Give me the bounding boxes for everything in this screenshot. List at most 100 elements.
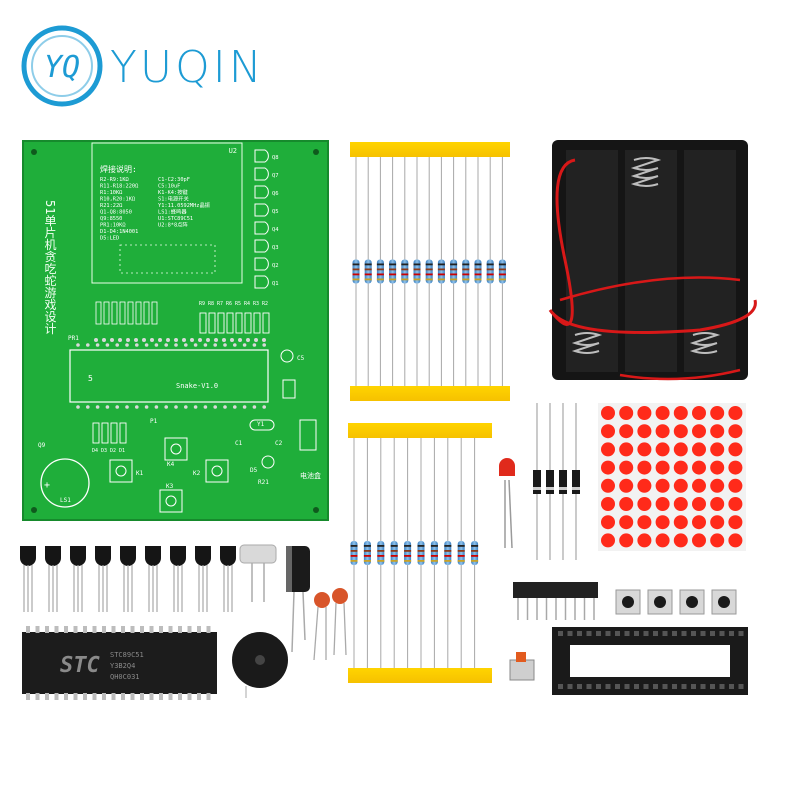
pcb-r-label: R9 [199, 301, 205, 307]
pcb-note-right: U1:STC89C51 [158, 216, 193, 222]
pcb-ic-pad [95, 405, 100, 409]
pcb-pin [150, 338, 154, 342]
resistor-band [444, 550, 452, 552]
resistor-band [417, 560, 425, 562]
socket-hole [643, 631, 649, 636]
pcb-note-right: C5:10uF [158, 184, 180, 190]
resistor-band [430, 550, 438, 552]
matrix-led [619, 406, 634, 420]
chip-pin [64, 693, 68, 700]
svg-text:K2: K2 [193, 470, 201, 477]
electrolytic-capacitor [286, 546, 310, 653]
chip-pin [26, 693, 30, 700]
pcb-q-outline [254, 239, 269, 253]
resistor-band [474, 278, 482, 281]
chip-line-2: Y3B2Q4 [110, 662, 135, 670]
pcb-pin [238, 338, 242, 342]
pcb-ic-pad [76, 405, 80, 409]
svg-text:P1: P1 [150, 418, 158, 425]
socket-hole [719, 684, 725, 689]
chip-pin [140, 626, 144, 633]
matrix-led [637, 478, 652, 493]
socket-hole [596, 684, 601, 689]
chip-pin [54, 693, 59, 700]
resistor-body [462, 259, 470, 284]
matrix-led [655, 533, 670, 548]
resistor-band [462, 278, 470, 281]
pcb-label-q9: Q9 [38, 442, 46, 449]
resistor-band [437, 268, 445, 271]
resistor-band [486, 273, 494, 276]
transistor-body [20, 546, 36, 566]
pcb-note-left: Q9:8550 [100, 216, 122, 222]
pcb-q-outline [254, 167, 269, 181]
chip-pin [121, 626, 125, 633]
resistor-band [430, 560, 438, 562]
pcb-ic-pad [262, 405, 267, 409]
socket-hole [710, 684, 715, 689]
socket-hole [567, 631, 573, 636]
resistor-band [450, 273, 458, 276]
matrix-led [692, 478, 706, 493]
resistor-band [404, 555, 412, 557]
pcb-ic-pad [154, 343, 159, 347]
resistor-body [486, 259, 494, 284]
socket-hole [615, 631, 620, 636]
resistor-band [390, 545, 398, 547]
pcb-ic-pad [223, 405, 227, 409]
resistor-body [498, 259, 506, 284]
matrix-led [655, 460, 670, 475]
resistor-band [377, 560, 385, 562]
resistor-band [425, 263, 433, 266]
pcb-q-label: Q8 [272, 155, 279, 161]
socket-hole [596, 631, 601, 636]
pcb-r-outline [253, 312, 261, 334]
pcb-ic-pad [144, 405, 149, 409]
matrix-led [619, 478, 634, 493]
pcb-ic-pad [262, 343, 267, 347]
pcb-r-small-outline [151, 301, 158, 325]
socket-hole [729, 684, 734, 689]
pcb-r-label: R6 [226, 301, 232, 307]
pcb-q-label: Q2 [272, 263, 279, 269]
matrix-led [637, 460, 652, 475]
resistor-band [363, 545, 371, 547]
chip-pin [206, 626, 211, 633]
pcb-pin [230, 338, 234, 342]
diode-band [572, 487, 580, 490]
resistor-band [350, 550, 358, 552]
resistor-band [350, 560, 358, 562]
resistor-band [363, 550, 371, 552]
pcb-r-label: R2 [262, 301, 268, 307]
resistor-band [444, 545, 452, 547]
ceramic-capacitors [313, 588, 348, 661]
chip-pin [149, 693, 154, 700]
chip-pin [111, 626, 116, 633]
resistor-body [413, 259, 421, 284]
resistor-band [425, 268, 433, 271]
matrix-led [692, 406, 706, 420]
socket-hole [586, 631, 592, 636]
pcb-ic-pad [223, 343, 227, 347]
matrix-led [673, 533, 688, 548]
socket-hole [681, 684, 687, 689]
pcb-note-left: D1-D4:1N4001 [100, 229, 138, 235]
resistor-band [430, 545, 438, 547]
crystal [239, 544, 277, 602]
pcb-ic-pad [105, 405, 110, 409]
resistor-band [430, 555, 438, 557]
chip-pin [168, 626, 173, 633]
resistor-band [450, 268, 458, 271]
pcb-q-outline [254, 149, 269, 163]
chip-pin [26, 626, 30, 633]
resistor-band [498, 263, 506, 266]
matrix-led [728, 533, 743, 548]
pcb-ic-pad [154, 405, 159, 409]
resistor-band [486, 263, 494, 266]
resistor-band [377, 550, 385, 552]
matrix-led [619, 533, 634, 548]
red-led [499, 458, 515, 549]
pcb-ic-pad [125, 343, 129, 347]
svg-text:K3: K3 [166, 483, 174, 490]
ic-socket [552, 627, 748, 695]
